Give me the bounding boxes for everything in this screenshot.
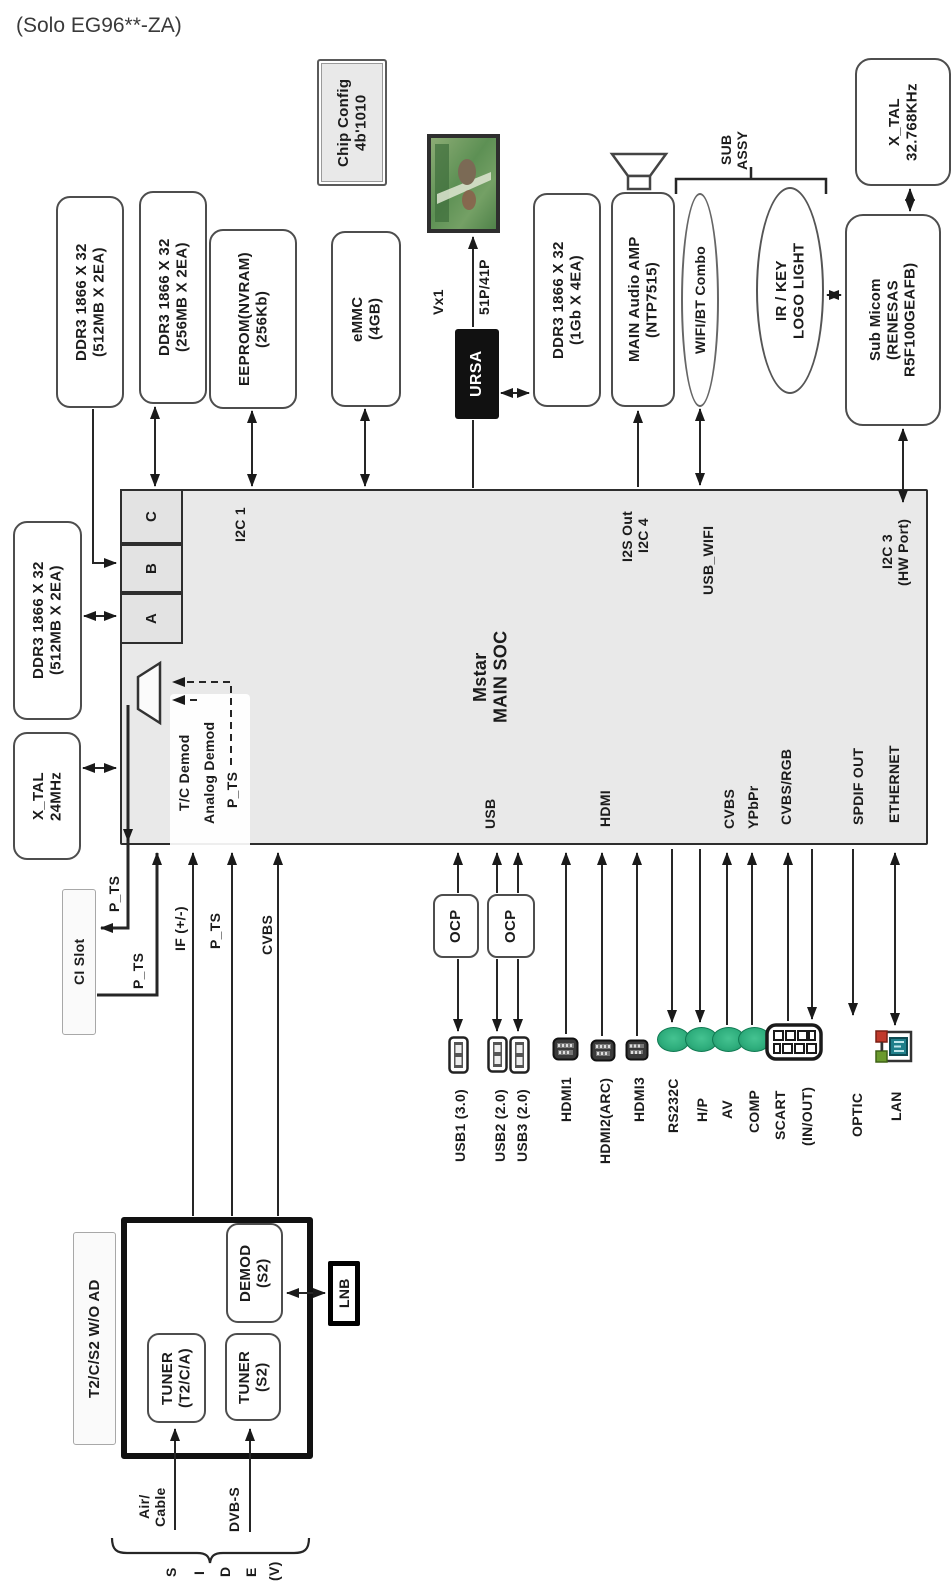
side-letter-e: E: [242, 1567, 259, 1578]
usb3-port-icon: [509, 1036, 530, 1074]
soc-pin-cvbs: CVBS: [720, 788, 737, 830]
soc-pin-usb-wifi: USB_WIFI: [699, 525, 716, 595]
ddr3-512-module-b: DDR3 1866 X 32 (512MB X 2EA): [13, 521, 82, 720]
audio-amp-module: MAIN Audio AMP (NTP7515): [611, 192, 675, 407]
tuner-type-strip: T2/C/S2 W/O AD: [73, 1232, 116, 1445]
optic-label: OPTIC: [848, 1092, 865, 1138]
chip-config-box: Chip Config 4b'1010: [317, 59, 387, 186]
soc-pin-hdmi: HDMI: [596, 790, 613, 828]
lan-label: LAN: [887, 1091, 904, 1121]
hdmi2-label: HDMI2(ARC): [596, 1077, 613, 1165]
usb2-port-icon: [487, 1036, 508, 1073]
rs232c-label: RS232C: [664, 1078, 681, 1134]
soc-tc-demod-label: T/C Demod: [175, 734, 192, 812]
main-soc-block: [120, 489, 928, 845]
dvb-s-label: DVB-S: [225, 1486, 242, 1532]
hdmi3-port-icon: [625, 1039, 649, 1061]
soc-analog-demod-label: Analog Demod: [200, 721, 217, 825]
sub-assy-label: SUB ASSY: [717, 130, 750, 170]
wifi-bt-module: WIFI/BT Combo: [681, 193, 719, 407]
scart-inout-label: (IN/OUT): [798, 1086, 815, 1146]
cvbs-tuner-label: CVBS: [258, 914, 275, 956]
panel-link-label: 51P/41P: [475, 259, 492, 315]
lnb-block: LNB: [328, 1261, 360, 1326]
hdmi1-label: HDMI1: [557, 1076, 574, 1122]
tuner-s2-block: TUNER (S2): [225, 1333, 281, 1421]
comp-label: COMP: [745, 1089, 762, 1133]
air-cable-label: Air/ Cable: [135, 1487, 168, 1527]
ddr3-256-module: DDR3 1866 X 32 (256MB X 2EA): [139, 191, 207, 404]
sub-micom-module: Sub Micom (RENESAS R5F100GEAFB): [845, 214, 941, 426]
soc-pin-spdif-out: SPDIF OUT: [849, 747, 866, 826]
lan-port-icon: [875, 1030, 913, 1063]
pts-in-label: P_TS: [129, 952, 146, 990]
ddr3-512-module-a: DDR3 1866 X 32 (512MB X 2EA): [56, 196, 124, 408]
side-letter-v: (V): [265, 1561, 282, 1581]
av-label: AV: [718, 1099, 735, 1119]
demod-s2-block: DEMOD (S2): [226, 1223, 283, 1323]
soc-port-c: C: [120, 489, 183, 544]
soc-pin-i2c1: I2C 1: [231, 507, 248, 543]
scart-port-icon: [765, 1023, 823, 1061]
side-letter-s: S: [162, 1567, 179, 1577]
soc-pts-label: P_TS: [223, 771, 240, 809]
pts-tuner-label: P_TS: [206, 912, 223, 950]
soc-pin-ypbpr: YPbPr: [744, 785, 761, 830]
page-title: (Solo EG96**-ZA): [16, 14, 182, 37]
soc-name: Mstar MAIN SOC: [470, 630, 511, 724]
tuner-tc-block: TUNER (T2/C/A): [147, 1333, 206, 1423]
side-letter-d: D: [216, 1566, 233, 1578]
arrow-ddr3a-portb: [92, 409, 117, 568]
side-letter-i: I: [190, 1570, 207, 1575]
ddr3-1gb-module: DDR3 1866 X 32 (1Gb X 4EA): [533, 193, 601, 407]
ir-key-module: IR / KEY LOGO LIGHT: [756, 187, 824, 394]
pts-out-label: P_TS: [105, 875, 122, 913]
speaker-icon: [609, 152, 669, 191]
ursa-chip: URSA: [455, 329, 499, 419]
hdmi1-port-icon: [552, 1037, 579, 1061]
eeprom-module: EEPROM(NVRAM) (256Kb): [209, 229, 297, 409]
usb1-port-icon: [448, 1036, 469, 1074]
ocp-box-1: OCP: [433, 894, 479, 958]
emmc-module: eMMC (4GB): [331, 231, 401, 407]
hdmi2-port-icon: [590, 1039, 616, 1062]
if-signal-label: IF (+/-): [171, 906, 188, 952]
hdmi3-label: HDMI3: [630, 1076, 647, 1122]
ocp-box-2: OCP: [487, 894, 535, 958]
xtal-24m-module: X_TAL 24MHz: [13, 732, 81, 860]
soc-pin-i2s-i2c4: I2S Out I2C 4: [618, 510, 651, 562]
usb1-label: USB1 (3.0): [451, 1088, 468, 1162]
xtal-32k-module: X_TAL 32.768KHz: [855, 58, 951, 186]
vx1-label: Vx1: [429, 289, 446, 315]
soc-port-a: A: [120, 593, 183, 644]
rs232c-jack-icon: [657, 1027, 690, 1052]
soc-pin-ethernet: ETHERNET: [885, 745, 902, 824]
soc-port-b: B: [120, 544, 183, 593]
hp-label: H/P: [693, 1097, 710, 1123]
soc-pin-i2c3: I2C 3 (HW Port): [878, 518, 911, 586]
usb3-label: USB3 (2.0): [513, 1088, 530, 1162]
soc-pin-usb: USB: [481, 798, 498, 830]
ci-slot: CI Slot: [62, 889, 96, 1035]
scart-label: SCART: [771, 1090, 788, 1140]
soc-pin-cvbs-rgb: CVBS/RGB: [777, 748, 794, 825]
tv-panel-image: [427, 134, 500, 233]
